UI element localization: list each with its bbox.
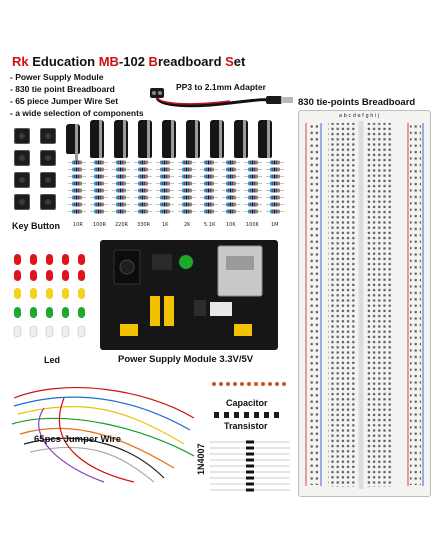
capacitor-part bbox=[162, 120, 176, 158]
resistor-value-label: 1M bbox=[271, 222, 279, 228]
resistor-value-label: 10K bbox=[226, 222, 236, 228]
transistor-label: Transistor bbox=[224, 421, 268, 431]
jumper-wire-bundle bbox=[11, 386, 195, 483]
capacitor-label: Capacitor bbox=[226, 398, 268, 408]
breadboard-holes bbox=[305, 121, 424, 489]
component-strip bbox=[210, 382, 290, 492]
resistor-value-label: 1K bbox=[162, 222, 169, 228]
capacitor-part bbox=[234, 120, 248, 158]
title-s: S bbox=[225, 54, 234, 69]
title-rk: Rk bbox=[12, 54, 29, 69]
power-supply-detail bbox=[113, 245, 263, 336]
adapter-label: PP3 to 2.1mm Adapter bbox=[176, 82, 266, 92]
resistor-value-label: 100R bbox=[93, 222, 107, 228]
key-button-part bbox=[40, 194, 56, 210]
led-assortment bbox=[13, 254, 86, 338]
capacitor-part bbox=[186, 120, 200, 158]
title-et: et bbox=[233, 54, 246, 69]
power-supply-label: Power Supply Module 3.3V/5V bbox=[118, 354, 254, 365]
resistor-value-label: 330R bbox=[137, 222, 151, 228]
title-education: Education bbox=[28, 54, 99, 69]
title-readboard: readboard bbox=[157, 54, 226, 69]
power-supply-module bbox=[100, 240, 278, 350]
key-button-label: Key Button bbox=[12, 221, 60, 231]
resistor-value-label: 100K bbox=[246, 222, 259, 228]
key-button-part bbox=[14, 172, 30, 188]
feature-item: - Power Supply Module bbox=[10, 72, 104, 82]
battery-adapter-image bbox=[150, 88, 293, 108]
title-mb: MB bbox=[98, 54, 119, 69]
jumper-wire-label: 65pcs Jumper Wire bbox=[34, 434, 122, 445]
key-button-part bbox=[14, 194, 30, 210]
capacitor-part bbox=[138, 120, 152, 158]
diode-label: 1N4007 bbox=[196, 443, 206, 475]
breadboard-column-header: a b c d e f g h i j bbox=[339, 113, 380, 119]
breadboard: a b c d e f g h i j bbox=[298, 110, 431, 497]
key-button-part bbox=[40, 150, 56, 166]
resistor-value-label: 10R bbox=[73, 222, 83, 228]
resistor-value-label: 5.1K bbox=[204, 222, 216, 228]
key-button-part bbox=[14, 128, 30, 144]
capacitor-part bbox=[90, 120, 104, 158]
key-button-part bbox=[40, 172, 56, 188]
capacitor-part bbox=[210, 120, 224, 158]
title-model: -102 bbox=[118, 54, 149, 69]
feature-item: - a wide selection of components bbox=[10, 108, 144, 118]
resistor-pack bbox=[67, 160, 285, 214]
resistor-value-label: 2K bbox=[184, 222, 191, 228]
capacitor-part bbox=[258, 120, 272, 158]
breadboard-label: 830 tie-points Breadboard bbox=[298, 97, 416, 108]
feature-item: - 830 tie point Breadboard bbox=[10, 84, 115, 94]
resistor-value-label: 220R bbox=[115, 222, 129, 228]
capacitor-part bbox=[66, 124, 80, 162]
capacitor-part bbox=[114, 120, 128, 158]
led-label: Led bbox=[44, 355, 61, 365]
key-button-part bbox=[40, 128, 56, 144]
feature-item: - 65 piece Jumper Wire Set bbox=[10, 96, 119, 106]
title-b: B bbox=[148, 54, 158, 69]
key-button-part bbox=[14, 150, 30, 166]
product-title: Rk Education MB-102 Breadboard Set bbox=[12, 54, 245, 69]
